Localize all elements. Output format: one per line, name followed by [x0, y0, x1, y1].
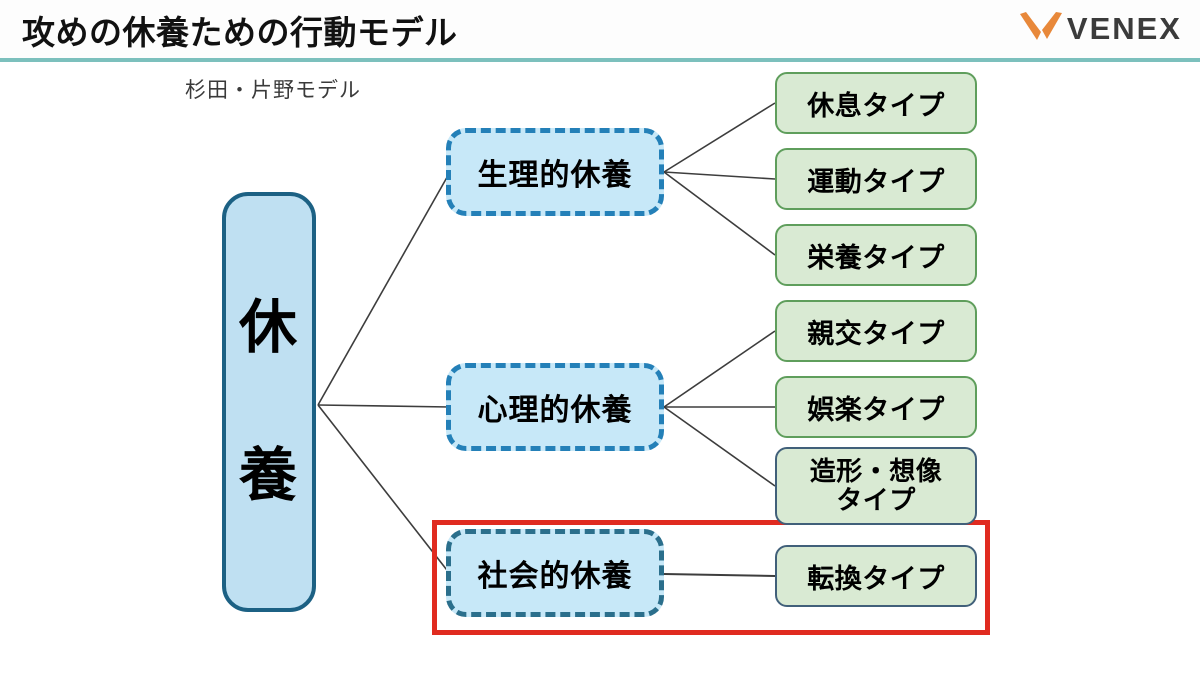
- slide-header: 攻めの休養ための行動モデル VENEX: [0, 0, 1200, 58]
- node-leaf-friendship[interactable]: 親交タイプ: [775, 300, 977, 362]
- node-leaf-entertainment[interactable]: 娯楽タイプ: [775, 376, 977, 438]
- venex-wordmark: VENEX: [1066, 10, 1182, 46]
- connector-root-physiological: [317, 171, 451, 406]
- connector-physiological-exercise: [663, 171, 776, 180]
- connector-physiological-nutrition: [663, 171, 776, 256]
- connector-psychological-friendship: [663, 330, 776, 408]
- node-root-rest[interactable]: 休 養: [222, 192, 316, 612]
- node-leaf-creative-line-1: 造形・想像: [809, 455, 943, 486]
- venex-v-mark-icon: [1019, 12, 1062, 40]
- node-leaf-nutrition[interactable]: 栄養タイプ: [775, 224, 977, 286]
- root-char-2: 養: [238, 443, 299, 508]
- node-category-physiological[interactable]: 生理的休養: [446, 128, 664, 216]
- connector-physiological-rest: [663, 102, 776, 173]
- node-leaf-transition[interactable]: 転換タイプ: [775, 545, 977, 607]
- node-leaf-creative-line-2: タイプ: [836, 485, 916, 515]
- venex-logo: VENEX: [1018, 8, 1182, 48]
- rest-model-diagram: 休 養 生理的休養 心理的休養 社会的休養 休息タイプ 運動タイプ 栄養タイプ …: [0, 62, 1200, 673]
- page-title: 攻めの休養ための行動モデル: [22, 14, 458, 51]
- connector-psychological-creative: [663, 406, 776, 487]
- connector-root-psychological: [317, 404, 451, 408]
- node-category-psychological[interactable]: 心理的休養: [446, 363, 664, 451]
- root-char-1: 休: [238, 295, 299, 360]
- node-leaf-rest[interactable]: 休息タイプ: [775, 72, 977, 134]
- header-divider: [0, 58, 1200, 62]
- connector-root-social: [317, 404, 451, 575]
- node-leaf-exercise[interactable]: 運動タイプ: [775, 148, 977, 210]
- node-category-social[interactable]: 社会的休養: [446, 529, 664, 617]
- node-leaf-creative[interactable]: 造形・想像 タイプ: [775, 447, 977, 525]
- model-subtitle: 杉田・片野モデル: [185, 79, 361, 102]
- highlight-rectangle: [432, 520, 990, 635]
